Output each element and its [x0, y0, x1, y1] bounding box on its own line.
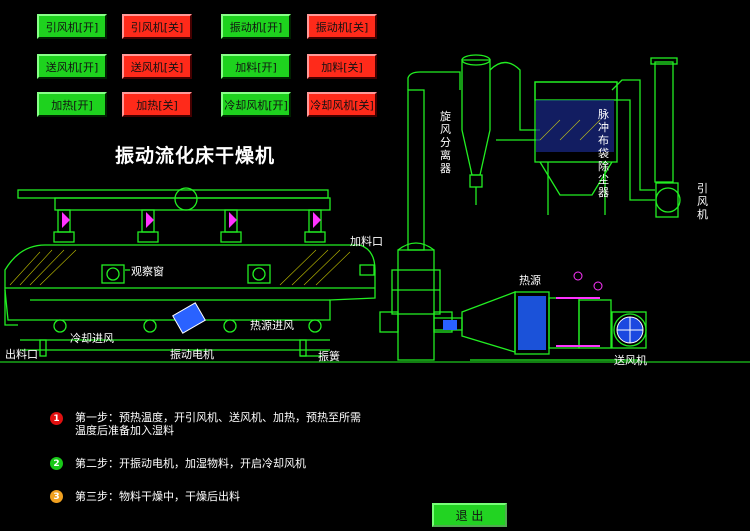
feed-on-button[interactable]: 加料[开] [221, 54, 291, 79]
step-3-marker: 3 [50, 490, 63, 503]
process-diagram [0, 54, 750, 363]
cyclone-riser [407, 89, 425, 251]
hatch-pattern [9, 119, 601, 286]
vibration-motor-label: 振动电机 [170, 348, 214, 361]
feed-port-label: 加料口 [350, 235, 383, 248]
cooling-fan-on-button[interactable]: 冷却风机[开] [221, 92, 291, 117]
feed-off-button[interactable]: 加料[关] [307, 54, 377, 79]
heat-source-label: 热源 [519, 274, 541, 287]
step-1-marker: 1 [50, 412, 63, 425]
blower-on-button[interactable]: 送风机[开] [37, 54, 107, 79]
vibration-motor-shape [172, 302, 206, 334]
heating-on-button[interactable]: 加热[开] [37, 92, 107, 117]
step-3-text: 第三步：物料干燥中，干燥后出料 [75, 490, 240, 503]
page-title: 振动流化床干燥机 [115, 145, 276, 167]
cooling-fan-off-button[interactable]: 冷却风机[关] [307, 92, 377, 117]
bag-filter-label: 脉冲布袋除尘器 [598, 108, 609, 199]
hot-air-inlet-label: 热源进风 [250, 319, 294, 332]
cooling-inlet-label: 冷却进风 [70, 332, 114, 345]
step-1-text: 第一步：预热温度，开引风机、送风机、加热，预热至所需 温度后准备加入湿料 [75, 411, 361, 437]
discharge-port-label: 出料口 [5, 348, 38, 361]
blower-label: 送风机 [614, 354, 647, 367]
heating-off-button[interactable]: 加热[关] [122, 92, 192, 117]
step-2-text: 第二步：开振动电机，加湿物料，开启冷却风机 [75, 457, 306, 470]
exit-button[interactable]: 退 出 [432, 503, 507, 527]
spring-label: 振簧 [318, 350, 340, 363]
step-2-marker: 2 [50, 457, 63, 470]
induced-fan-on-button[interactable]: 引风机[开] [37, 14, 107, 39]
valves-and-motors [62, 100, 644, 350]
observation-window-label: 观察窗 [131, 265, 164, 278]
cyclone-label: 旋风分离器 [440, 110, 451, 175]
exhaust-stack [654, 61, 674, 183]
dryer-body [4, 244, 376, 321]
induced-fan-off-button[interactable]: 引风机[关] [122, 14, 192, 39]
inlet-stubs [53, 209, 326, 243]
header-beam [17, 189, 329, 199]
blower-off-button[interactable]: 送风机[关] [122, 54, 192, 79]
induced-fan-label: 引风机 [697, 182, 708, 221]
cyclone-separator [461, 59, 491, 176]
vibrator-off-button[interactable]: 振动机[关] [307, 14, 377, 39]
vibrator-on-button[interactable]: 振动机[开] [221, 14, 291, 39]
